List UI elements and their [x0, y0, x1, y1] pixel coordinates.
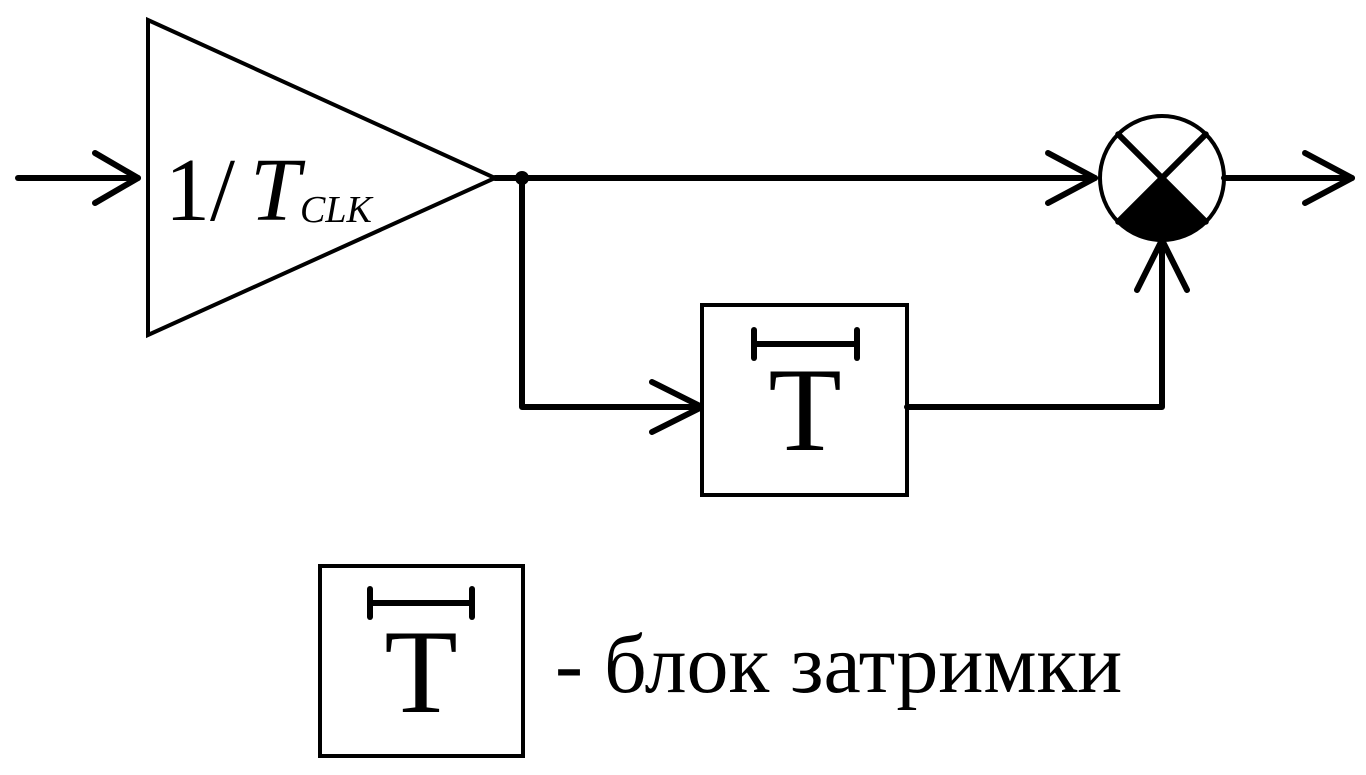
input-arrowhead	[92, 150, 141, 206]
legend-delay-box	[318, 564, 525, 758]
amplifier-gain-variable: T	[250, 141, 306, 240]
legend-description: - блок затримки	[555, 618, 1122, 711]
multiplier-fill-sector	[1118, 178, 1206, 240]
amplifier-gain-main: 1/	[165, 141, 235, 240]
legend: T - блок затримки	[318, 564, 1122, 758]
delay-block: T	[700, 303, 909, 497]
amplifier-triangle	[146, 16, 500, 339]
legend-delay-symbol: T	[384, 605, 457, 738]
delay-block-symbol: T	[768, 343, 841, 476]
output-arrowhead	[1302, 150, 1355, 206]
main-path-arrowhead	[1045, 150, 1098, 206]
multiplier-cross-b	[1115, 131, 1209, 225]
amplifier: 1/ T CLK	[146, 16, 500, 339]
branch-wire	[519, 175, 705, 410]
delay-output-wire	[904, 237, 1165, 410]
multiplier	[1098, 114, 1226, 242]
delay-block-box	[700, 303, 909, 497]
amplifier-gain-subscript: CLK	[300, 189, 373, 231]
